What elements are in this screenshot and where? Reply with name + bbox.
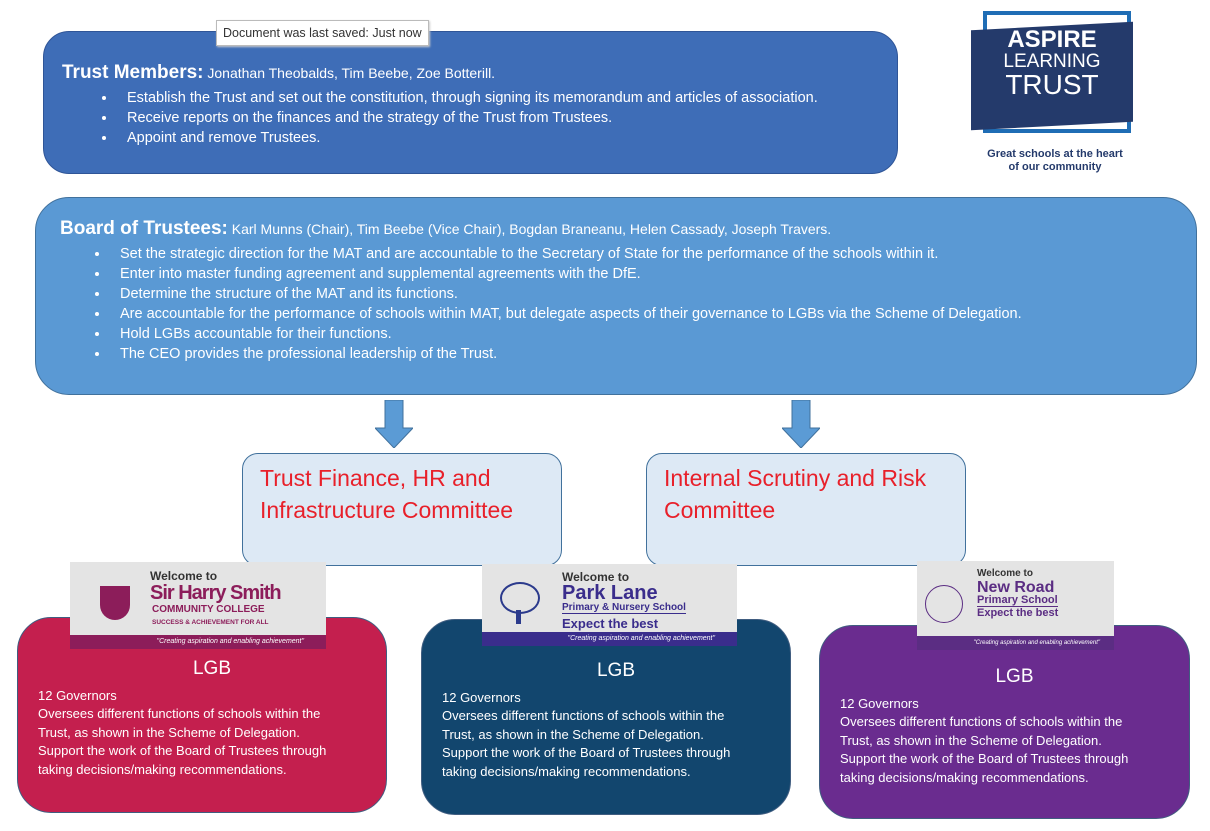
lgb-text: Trust, as shown in the Scheme of Delegat…	[38, 724, 300, 740]
trust-members-box: Trust Members: Jonathan Theobalds, Tim B…	[43, 31, 898, 174]
new-road-logo: Welcome to New Road Primary School Expec…	[917, 561, 1114, 650]
logo-line2: LEARNING	[1003, 51, 1101, 72]
list-item: Appoint and remove Trustees.	[117, 128, 897, 148]
lgb-text: Support the work of the Board of Trustee…	[840, 751, 1129, 766]
list-item: Establish the Trust and set out the cons…	[117, 88, 897, 108]
logo-welcome: Welcome to	[977, 568, 1033, 579]
logo-name: New Road	[977, 579, 1055, 596]
board-of-trustees-box: Board of Trustees: Karl Munns (Chair), T…	[35, 197, 1197, 395]
down-arrow-icon	[375, 400, 413, 448]
lgb-governors: 12 Governors	[38, 687, 117, 703]
lgb-text: Trust, as shown in the Scheme of Delegat…	[840, 732, 1102, 748]
logo-tagline: of our community	[1008, 161, 1102, 173]
lgb-title: LGB	[596, 660, 636, 681]
lgb-text: Oversees different functions of schools …	[840, 714, 1123, 729]
sir-harry-smith-logo: Welcome to Sir Harry Smith COMMUNITY COL…	[70, 562, 326, 649]
list-item: Set the strategic direction for the MAT …	[110, 244, 1196, 264]
lgb-text: Support the work of the Board of Trustee…	[442, 745, 731, 760]
save-status-tooltip: Document was last saved: Just now	[216, 20, 429, 46]
lgb-title: LGB	[192, 658, 232, 679]
committee-name: Infrastructure Committee	[260, 497, 514, 523]
list-item: Hold LGBs accountable for their function…	[110, 324, 1196, 344]
aspire-logo: ASPIRE LEARNING TRUST Great schools at t…	[965, 8, 1145, 178]
logo-welcome: Welcome to	[562, 570, 630, 584]
park-lane-logo: Welcome to Park Lane Primary & Nursery S…	[482, 564, 737, 646]
members-list: Establish the Trust and set out the cons…	[62, 88, 897, 148]
lgb-title: LGB	[995, 666, 1034, 687]
committee-name: Committee	[664, 497, 776, 523]
down-arrow-icon	[782, 400, 820, 448]
list-item: Receive reports on the finances and the …	[117, 108, 897, 128]
logo-welcome: Welcome to	[150, 569, 218, 583]
logo-motto: "Creating aspiration and enabling achiev…	[482, 632, 737, 646]
logo-motto: "Creating aspiration and enabling achiev…	[70, 635, 326, 649]
list-item: The CEO provides the professional leader…	[110, 344, 1196, 364]
committee-name: Trust Finance, HR and	[260, 465, 491, 491]
logo-name: SUCCESS & ACHIEVEMENT FOR ALL	[152, 619, 269, 626]
lgb-text: taking decisions/making recommendations.	[840, 769, 1089, 785]
logo-name: Primary & Nursery School	[562, 602, 686, 614]
logo-tagline: Great schools at the heart	[987, 148, 1123, 160]
board-list: Set the strategic direction for the MAT …	[60, 244, 1196, 364]
logo-name: Primary School	[977, 594, 1058, 607]
list-item: Enter into master funding agreement and …	[110, 264, 1196, 284]
members-names: Jonathan Theobalds, Tim Beebe, Zoe Botte…	[203, 65, 496, 81]
committee-name: Internal Scrutiny and Risk	[664, 465, 927, 491]
list-item: Are accountable for the performance of s…	[110, 304, 1196, 324]
lgb-text: Trust, as shown in the Scheme of Delegat…	[442, 726, 704, 742]
logo-motto: "Creating aspiration and enabling achiev…	[917, 636, 1114, 650]
lgb-text: taking decisions/making recommendations.	[38, 761, 287, 777]
logo-name: COMMUNITY COLLEGE	[152, 604, 265, 615]
lgb-governors: 12 Governors	[442, 689, 521, 705]
logo-line1: ASPIRE	[1007, 26, 1097, 53]
lgb-text: taking decisions/making recommendations.	[442, 763, 691, 779]
logo-name: Park Lane	[562, 582, 658, 604]
logo-name: Expect the best	[562, 616, 659, 631]
logo-name: Expect the best	[977, 607, 1059, 619]
lgb-governors: 12 Governors	[840, 695, 919, 711]
lgb-text: Support the work of the Board of Trustee…	[38, 743, 327, 758]
members-title: Trust Members	[62, 62, 198, 83]
list-item: Determine the structure of the MAT and i…	[110, 284, 1196, 304]
lgb-text: Oversees different functions of schools …	[38, 706, 321, 721]
board-title: Board of Trustees:	[60, 218, 228, 239]
logo-name: Sir Harry Smith	[150, 582, 282, 604]
lgb-text: Oversees different functions of schools …	[442, 708, 725, 723]
members-sep: :	[197, 62, 204, 83]
logo-line3: TRUST	[1005, 69, 1099, 100]
board-names: Karl Munns (Chair), Tim Beebe (Vice Chai…	[227, 221, 832, 237]
